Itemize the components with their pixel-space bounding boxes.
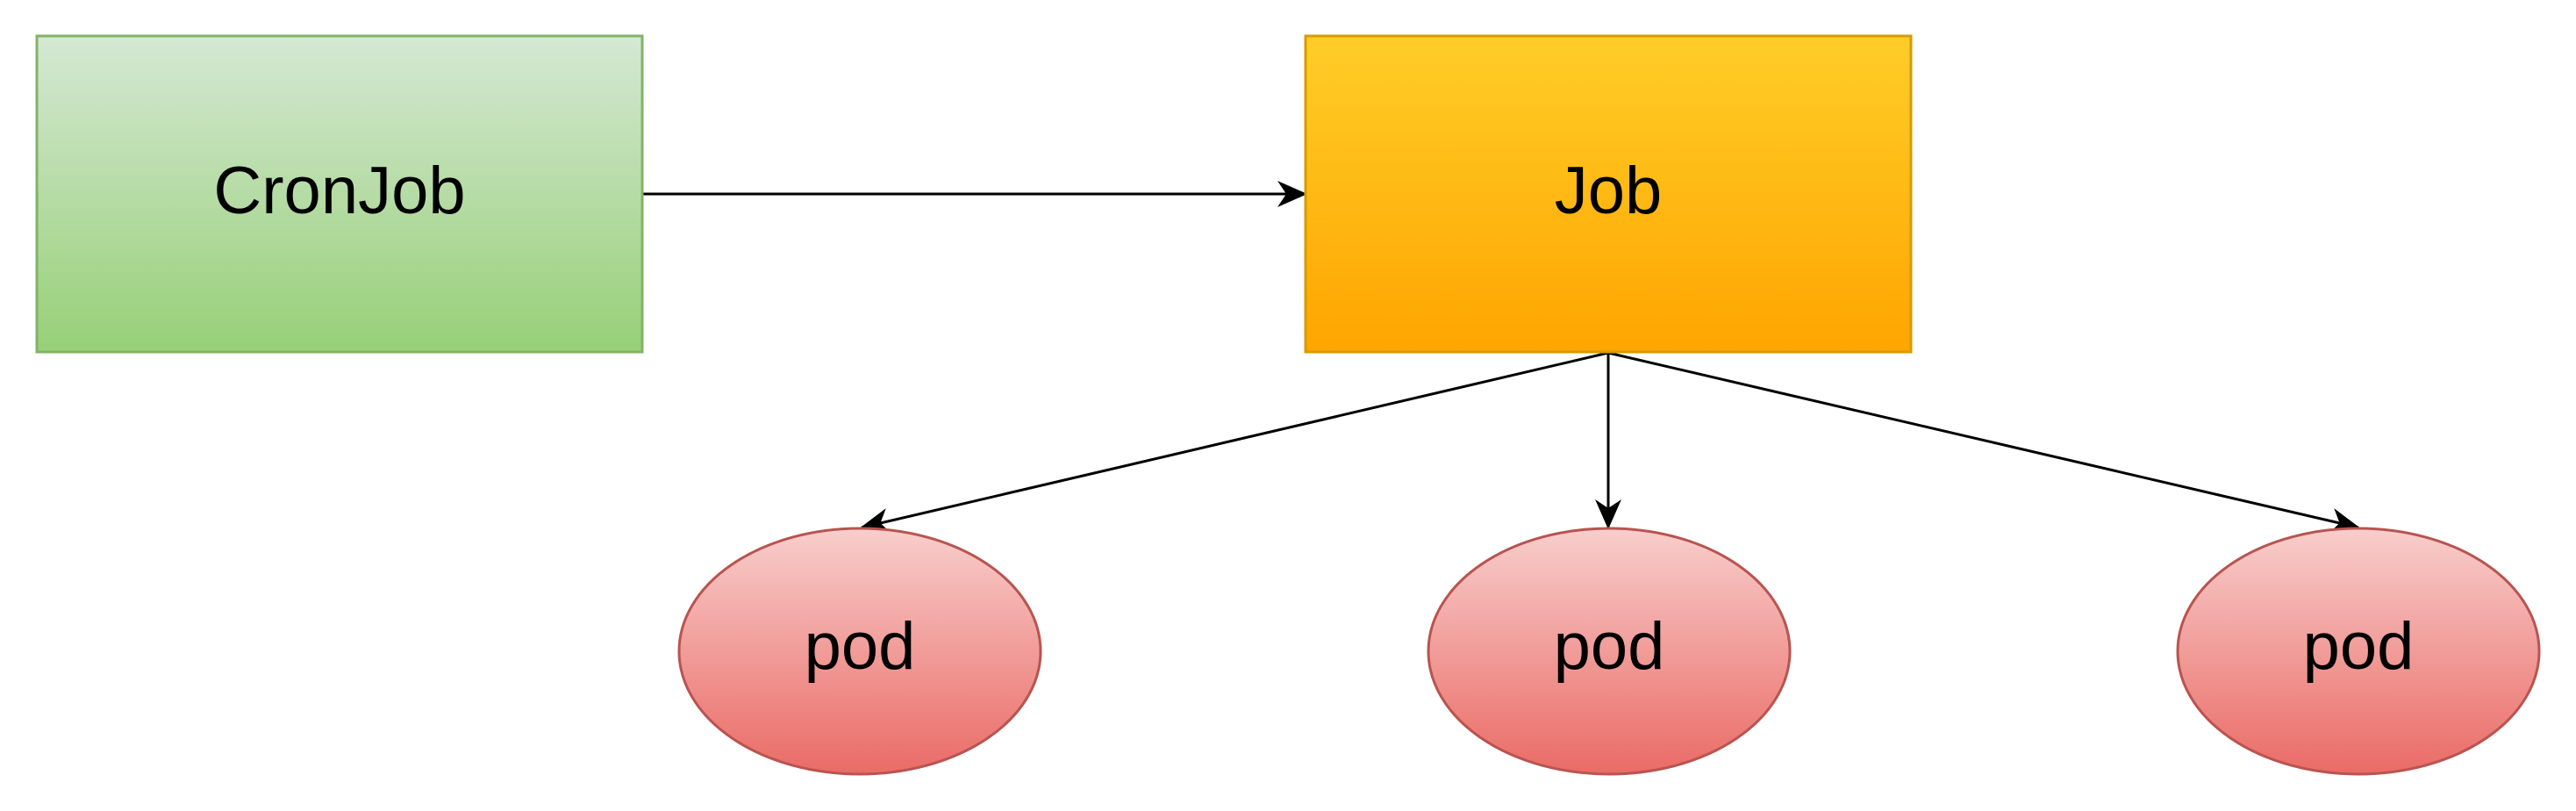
pod-label: pod xyxy=(1554,609,1665,684)
edge-job-to-pod-3 xyxy=(1607,351,2360,535)
pod-node-2[interactable]: pod xyxy=(1427,527,1792,776)
pod-ellipse xyxy=(1427,527,1792,776)
pod-node-3[interactable]: pod xyxy=(2176,527,2541,776)
job-box xyxy=(1304,34,1913,354)
pod-node-1[interactable]: pod xyxy=(677,527,1042,776)
job-label: Job xyxy=(1555,154,1663,228)
cronjob-box xyxy=(35,34,644,354)
cronjob-label: CronJob xyxy=(213,154,465,228)
edge-job-to-pod-1 xyxy=(860,351,1609,535)
edges xyxy=(642,181,2360,535)
pod-ellipse xyxy=(677,527,1042,776)
job-node[interactable]: Job xyxy=(1304,34,1913,354)
pod-label: pod xyxy=(805,609,916,684)
pod-ellipse xyxy=(2176,527,2541,776)
pod-label: pod xyxy=(2303,609,2415,684)
cronjob-node[interactable]: CronJob xyxy=(35,34,644,354)
